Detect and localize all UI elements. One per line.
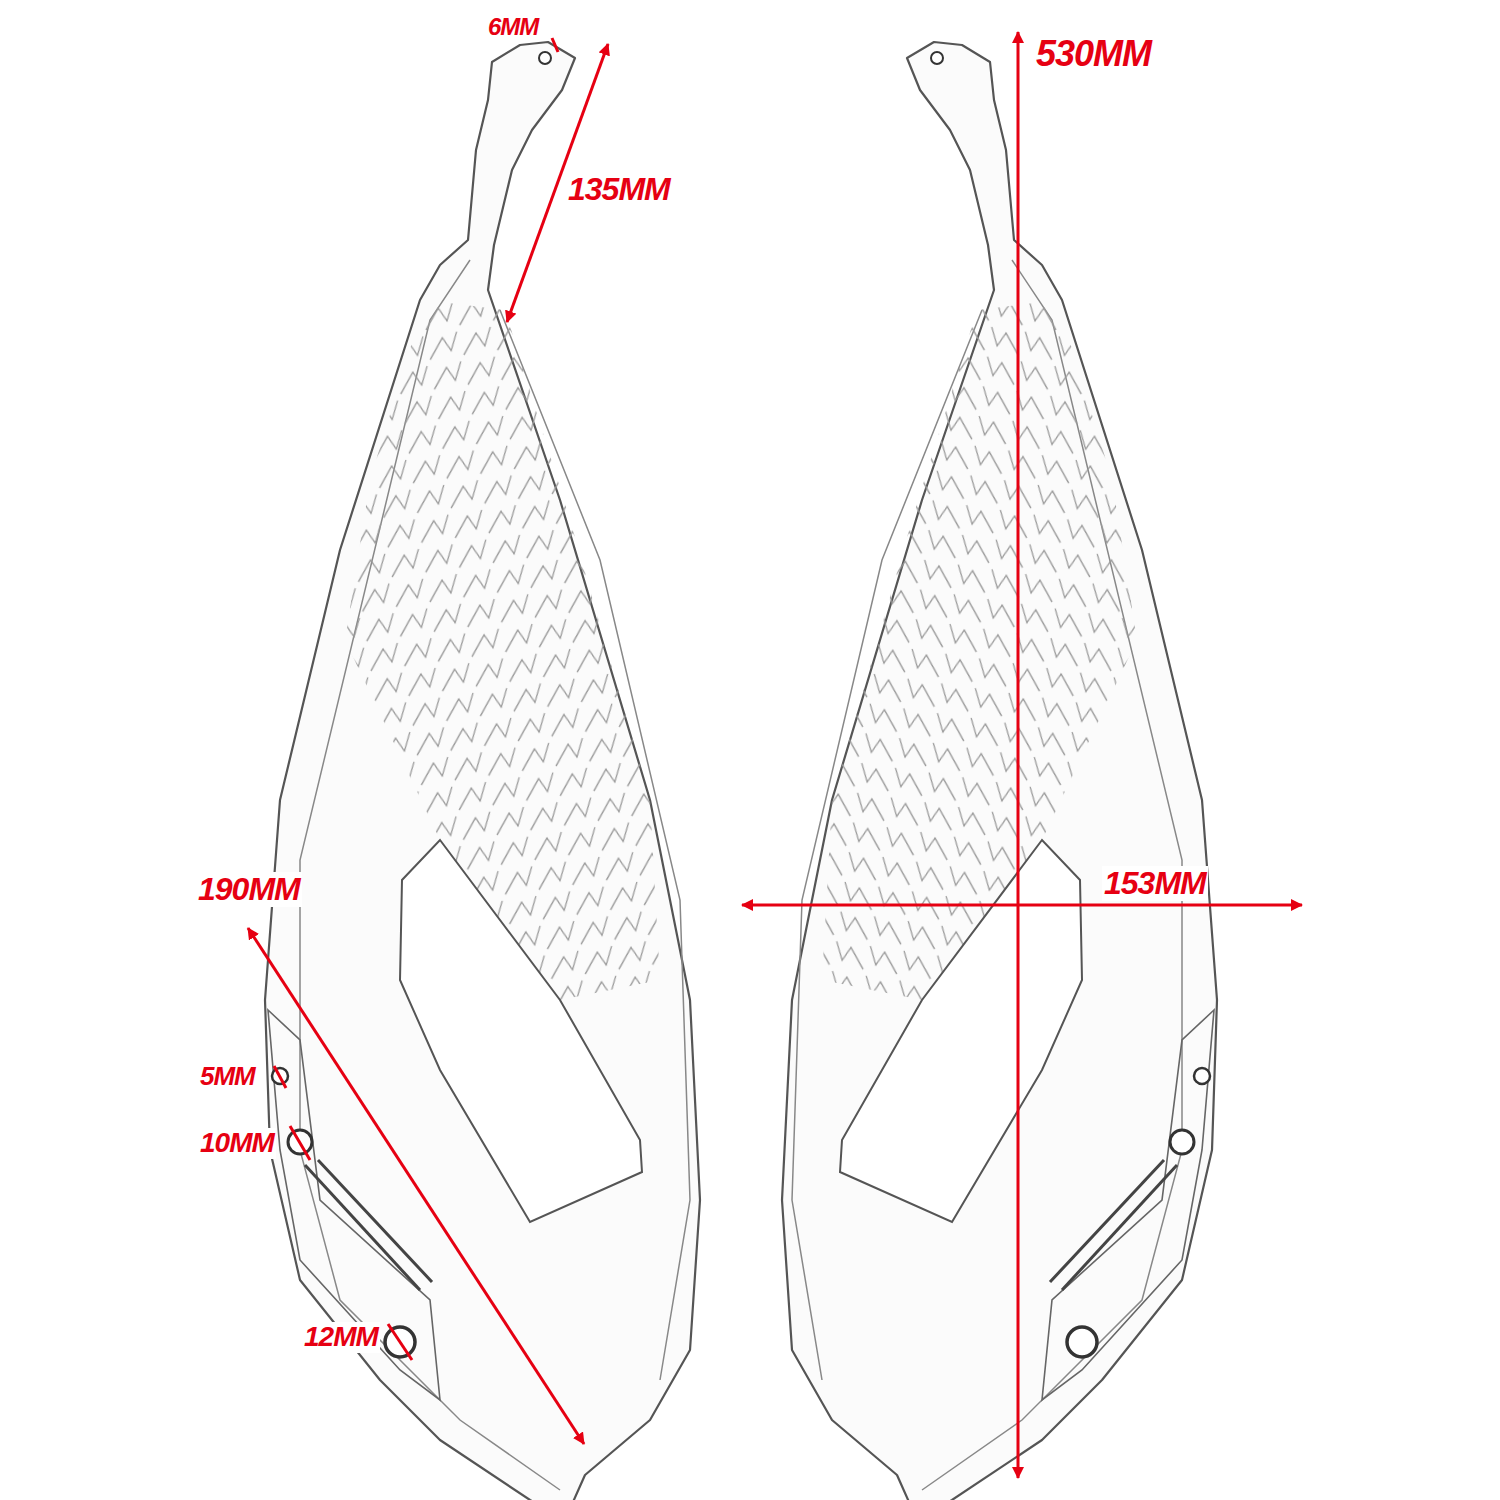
dimension-label: 190MM — [196, 872, 302, 907]
dimension-label: 530MM — [1034, 34, 1153, 74]
dimension-arrow — [1017, 32, 1020, 1478]
dimension-tick — [290, 1126, 310, 1160]
dimension-tick — [274, 1066, 286, 1088]
right-panel — [782, 42, 1217, 1500]
dimension-label: 153MM — [1102, 866, 1208, 901]
dimension-label: 135MM — [566, 172, 672, 207]
dimension-tick — [388, 1324, 412, 1360]
dimension-label: 12MM — [302, 1322, 380, 1353]
dimension-label: 10MM — [198, 1128, 276, 1159]
dimension-label: 6MM — [486, 14, 540, 40]
left-panel — [265, 42, 700, 1500]
dimension-arrow — [742, 904, 1302, 907]
dimension-label: 5MM — [198, 1062, 257, 1091]
dimension-tick — [552, 38, 558, 52]
dimension-arrow — [248, 928, 584, 1444]
